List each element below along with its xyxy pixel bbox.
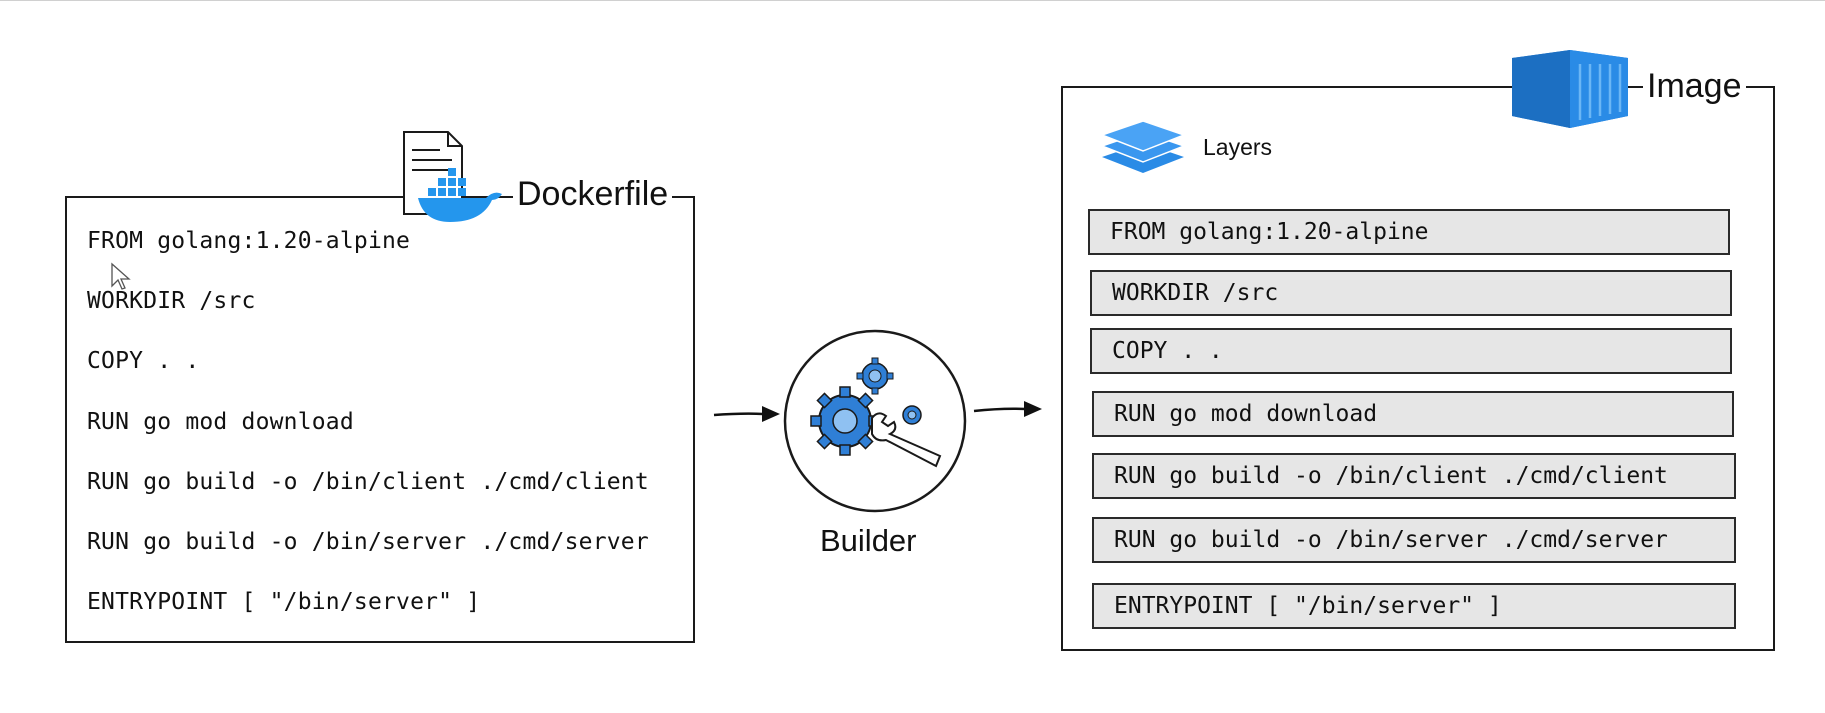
- image-title: Image: [1643, 66, 1746, 106]
- dockerfile-line: RUN go build -o /bin/client ./cmd/client: [87, 469, 649, 495]
- builder-icon: [783, 329, 967, 513]
- dockerfile-icon: [403, 131, 502, 222]
- image-layer: RUN go mod download: [1092, 391, 1734, 437]
- mouse-cursor-icon: [111, 262, 131, 290]
- image-layer: FROM golang:1.20-alpine: [1088, 209, 1730, 255]
- image-layer: WORKDIR /src: [1090, 270, 1732, 316]
- builder-label: Builder: [820, 523, 917, 558]
- dockerfile-panel: FROM golang:1.20-alpine WORKDIR /src COP…: [65, 196, 695, 643]
- dockerfile-line: FROM golang:1.20-alpine: [87, 228, 411, 254]
- gears-icon: [810, 357, 942, 468]
- dockerfile-line: ENTRYPOINT [ "/bin/server" ]: [87, 589, 481, 615]
- dockerfile-line: WORKDIR /src: [87, 288, 256, 314]
- image-layer: ENTRYPOINT [ "/bin/server" ]: [1092, 583, 1736, 629]
- dockerfile-line: RUN go build -o /bin/server ./cmd/server: [87, 529, 649, 555]
- layers-label: Layers: [1203, 134, 1273, 160]
- image-layer: COPY . .: [1090, 328, 1732, 374]
- layers-icon: [1099, 120, 1187, 173]
- dockerfile-line: RUN go mod download: [87, 409, 354, 435]
- dockerfile-title: Dockerfile: [513, 174, 673, 214]
- container-icon: [1512, 50, 1628, 128]
- arrow-right-icon: [713, 406, 780, 422]
- docker-whale-icon: [418, 168, 502, 222]
- image-layer: RUN go build -o /bin/server ./cmd/server: [1092, 517, 1736, 563]
- arrow-right-icon: [973, 401, 1042, 417]
- document-icon: [403, 131, 463, 215]
- top-divider: [0, 0, 1825, 1]
- dockerfile-line: COPY . .: [87, 348, 200, 374]
- image-layer: RUN go build -o /bin/client ./cmd/client: [1092, 453, 1736, 499]
